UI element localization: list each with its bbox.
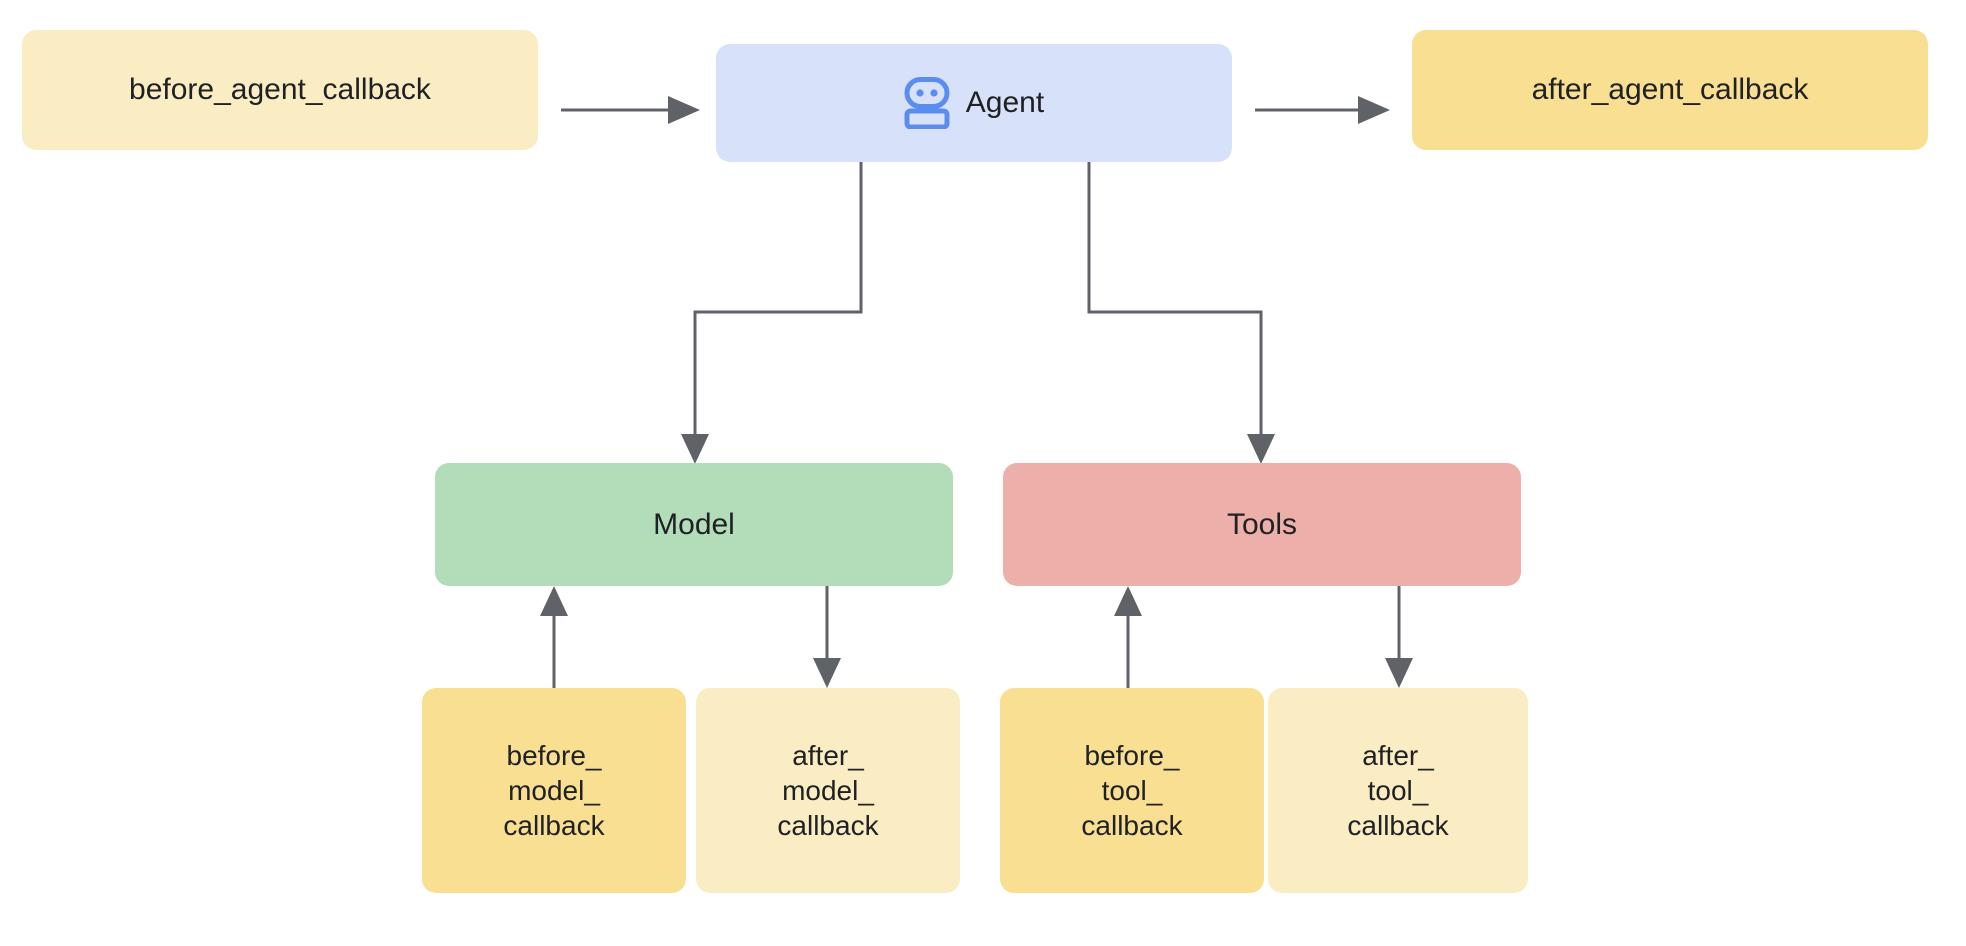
node-model[interactable]: Model (435, 463, 953, 586)
edge-agent-to-after-agent (1255, 96, 1390, 124)
robot-icon (904, 77, 950, 129)
node-agent[interactable]: Agent (716, 44, 1232, 162)
node-before-model-callback[interactable]: before_ model_ callback (422, 688, 686, 893)
edge-model-to-after-model (813, 586, 841, 688)
edge-tools-to-after-tool (1385, 586, 1413, 688)
edge-agent-to-tools (1087, 162, 1275, 464)
node-label: before_ tool_ callback (1081, 739, 1183, 842)
edge-before-agent-to-agent (561, 96, 700, 124)
edge-before-model-to-model (540, 586, 568, 688)
node-tools[interactable]: Tools (1003, 463, 1521, 586)
node-label: Agent (965, 86, 1045, 120)
edge-before-tool-to-tools (1114, 586, 1142, 688)
node-after-agent-callback[interactable]: after_agent_callback (1412, 30, 1928, 150)
node-after-tool-callback[interactable]: after_ tool_ callback (1268, 688, 1528, 893)
node-label: before_agent_callback (129, 73, 431, 107)
node-after-model-callback[interactable]: after_ model_ callback (696, 688, 960, 893)
node-before-agent-callback[interactable]: before_agent_callback (22, 30, 538, 150)
node-label: after_ model_ callback (777, 739, 879, 842)
node-label: Model (653, 507, 735, 541)
node-label: after_ tool_ callback (1347, 739, 1449, 842)
edge-agent-to-model (681, 162, 863, 464)
node-label: Tools (1226, 507, 1298, 541)
node-label: after_agent_callback (1531, 73, 1809, 107)
node-before-tool-callback[interactable]: before_ tool_ callback (1000, 688, 1264, 893)
node-label: before_ model_ callback (503, 739, 605, 842)
